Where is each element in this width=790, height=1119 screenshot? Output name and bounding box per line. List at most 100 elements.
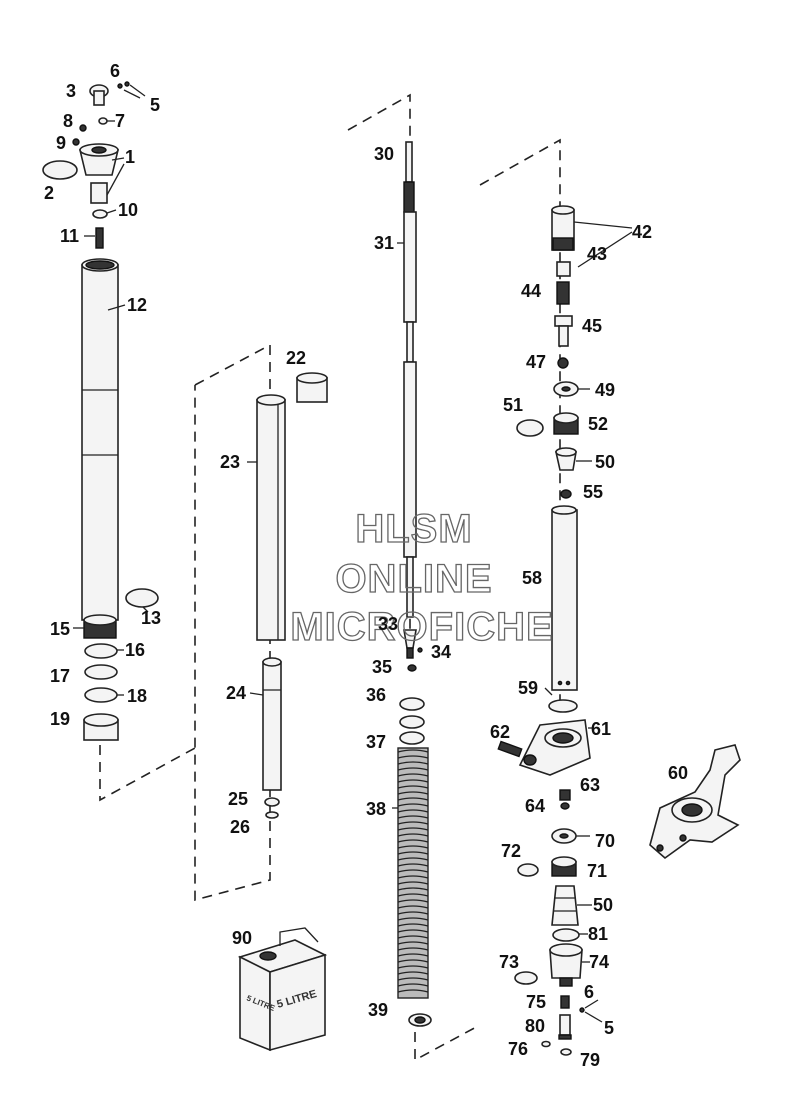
part-26-ring [265, 811, 279, 819]
part-73-oring [514, 971, 538, 985]
part-64-nut [560, 802, 570, 810]
part-6-washer [117, 83, 123, 89]
label-44: 44 [521, 281, 541, 301]
label-5-bottom: 5 [604, 1018, 614, 1038]
part-3-screw [89, 84, 109, 106]
label-61: 61 [591, 719, 611, 739]
label-74: 74 [589, 952, 609, 972]
label-45: 45 [582, 316, 602, 336]
part-62-bolt [497, 740, 523, 758]
part-22-bushing [296, 372, 328, 403]
label-9: 9 [56, 133, 66, 153]
watermark: HLSM ONLINE MICROFICHE [290, 506, 554, 649]
label-34: 34 [431, 642, 451, 662]
part-43-nut [556, 261, 571, 277]
part-90-oil-can: 5 LITRE 5 LITRE [237, 927, 328, 1052]
part-6-washer-c [579, 1007, 585, 1013]
part-51-clip [516, 419, 544, 437]
part-60-axle-bracket [649, 744, 741, 860]
part-18-ring [84, 687, 118, 703]
part-71-piston [551, 856, 577, 877]
part-47-nut [557, 357, 569, 369]
label-51: 51 [503, 395, 523, 415]
part-74-base-valve [549, 943, 583, 987]
part-17-dust-seal [84, 664, 118, 680]
label-55: 55 [583, 482, 603, 502]
label-24: 24 [226, 683, 246, 703]
part-7-oring [98, 117, 108, 125]
part-70-shim [551, 828, 577, 844]
label-81: 81 [588, 924, 608, 944]
part-81-shim [552, 928, 580, 942]
label-70: 70 [595, 831, 615, 851]
label-12: 12 [127, 295, 147, 315]
label-22: 22 [286, 348, 306, 368]
part-39-clip [408, 1013, 432, 1027]
label-30: 30 [374, 144, 394, 164]
part-labels: 1 2 3 5 6 7 8 9 10 11 12 13 15 16 17 18 … [44, 61, 688, 1070]
part-72-ring [517, 863, 539, 877]
label-90: 90 [232, 928, 252, 948]
part-42-cartridge-top [551, 205, 575, 251]
part-50-shim-stack-lower [551, 885, 579, 926]
label-50-upper: 50 [595, 452, 615, 472]
part-52-piston [553, 412, 579, 435]
part-30-rod-top [403, 141, 415, 213]
part-16-washer [84, 643, 118, 659]
part-2-oring [42, 160, 78, 180]
part-13-circlip [125, 588, 159, 608]
label-71: 71 [587, 861, 607, 881]
label-25: 25 [228, 789, 248, 809]
label-38: 38 [366, 799, 386, 819]
label-72: 72 [501, 841, 521, 861]
label-62: 62 [490, 722, 510, 742]
label-75: 75 [526, 992, 546, 1012]
part-55-nut [560, 489, 572, 499]
label-8: 8 [63, 111, 73, 131]
part-19-seal [83, 713, 119, 741]
label-50-lower: 50 [593, 895, 613, 915]
label-47: 47 [526, 352, 546, 372]
part-15-seal [83, 614, 117, 639]
label-33: 33 [378, 614, 398, 634]
label-58: 58 [522, 568, 542, 588]
label-52: 52 [588, 414, 608, 434]
label-63: 63 [580, 775, 600, 795]
dashed-outline-left [99, 745, 196, 802]
part-11-pin [95, 227, 104, 249]
part-49-shim [553, 381, 579, 397]
part-45-valve [554, 315, 573, 347]
label-36: 36 [366, 685, 386, 705]
part-23-tube [256, 394, 286, 641]
label-60: 60 [668, 763, 688, 783]
part-79-oring [560, 1048, 572, 1056]
watermark-line-3: MICROFICHE [290, 605, 553, 649]
label-43: 43 [587, 244, 607, 264]
label-79: 79 [580, 1050, 600, 1070]
label-17: 17 [50, 666, 70, 686]
label-1: 1 [125, 147, 135, 167]
part-75-screw [560, 995, 570, 1009]
part-31-damper-rod [403, 211, 417, 618]
label-3: 3 [66, 81, 76, 101]
label-16: 16 [125, 640, 145, 660]
part-24-damper-rod [262, 657, 282, 791]
part-58-cartridge-tube [551, 505, 578, 691]
label-35: 35 [372, 657, 392, 677]
dashed-outline-rod-lower [414, 1015, 481, 1062]
part-25-oring [264, 797, 280, 807]
part-33-valve [403, 629, 417, 659]
label-13: 13 [141, 608, 161, 628]
part-37-spacer [399, 715, 425, 745]
label-23: 23 [220, 452, 240, 472]
label-15: 15 [50, 619, 70, 639]
label-80: 80 [525, 1016, 545, 1036]
label-10: 10 [118, 200, 138, 220]
part-50-shim-stack-upper [555, 447, 577, 471]
label-76: 76 [508, 1039, 528, 1059]
part-36-washer [399, 697, 425, 711]
label-42: 42 [632, 222, 652, 242]
label-7: 7 [115, 111, 125, 131]
